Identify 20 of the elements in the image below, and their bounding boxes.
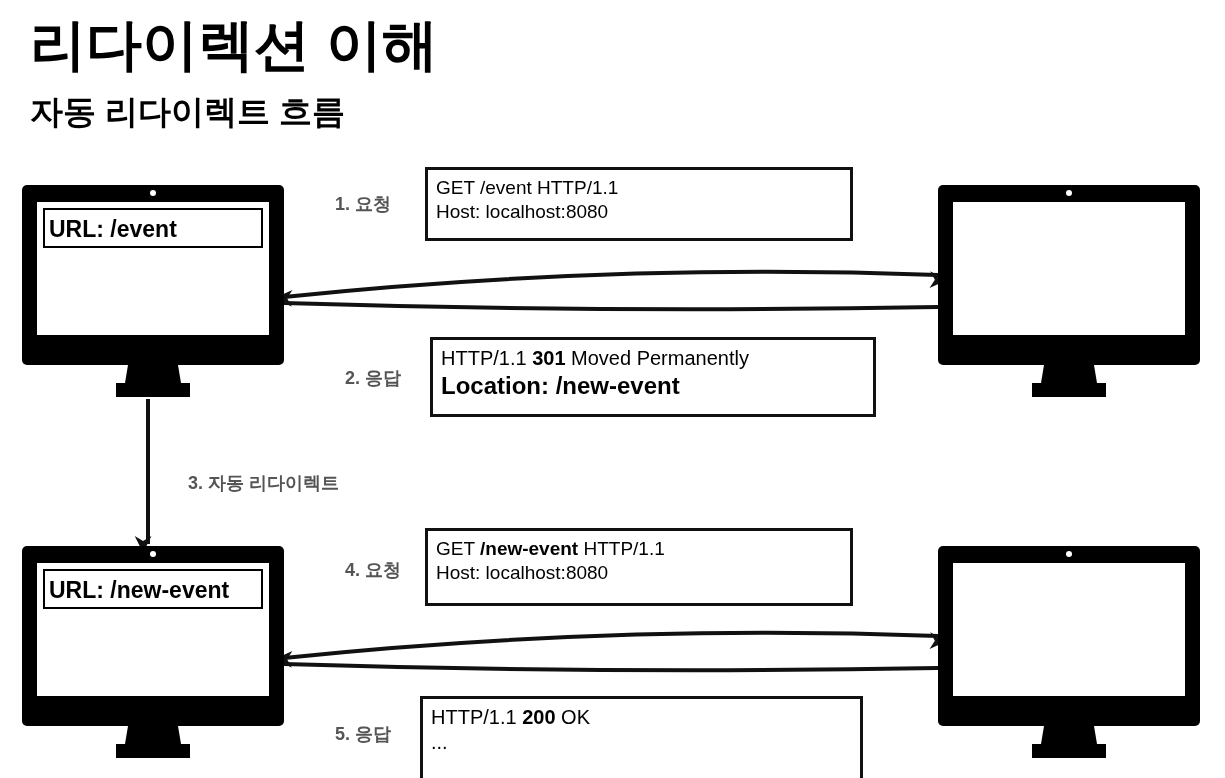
url-bar: URL: /new-event	[43, 569, 263, 609]
message-line: HTTP/1.1 200 OK	[431, 705, 591, 730]
message-line: ...	[431, 730, 449, 755]
step-label: 1. 요청	[335, 193, 391, 216]
subtitle: 자동 리다이렉트 흐름	[30, 92, 346, 132]
step-label: 2. 응답	[345, 367, 401, 390]
message-line: GET /event HTTP/1.1	[436, 176, 620, 200]
step-label: 4. 요청	[345, 559, 401, 582]
message-box	[420, 696, 863, 778]
message-line: GET /new-event HTTP/1.1	[436, 537, 666, 561]
message-box	[425, 528, 853, 606]
message-line: Host: localhost:8080	[436, 199, 610, 224]
message-box	[425, 167, 853, 241]
step-label: 5. 응답	[335, 723, 391, 746]
message-line: Location: /new-event	[441, 371, 681, 401]
message-box	[430, 337, 876, 417]
url-bar: URL: /event	[43, 208, 263, 248]
message-line: HTTP/1.1 301 Moved Permanently	[441, 346, 750, 371]
message-line: Host: localhost:8080	[436, 560, 610, 585]
title: 리다이렉션 이해	[30, 12, 438, 78]
